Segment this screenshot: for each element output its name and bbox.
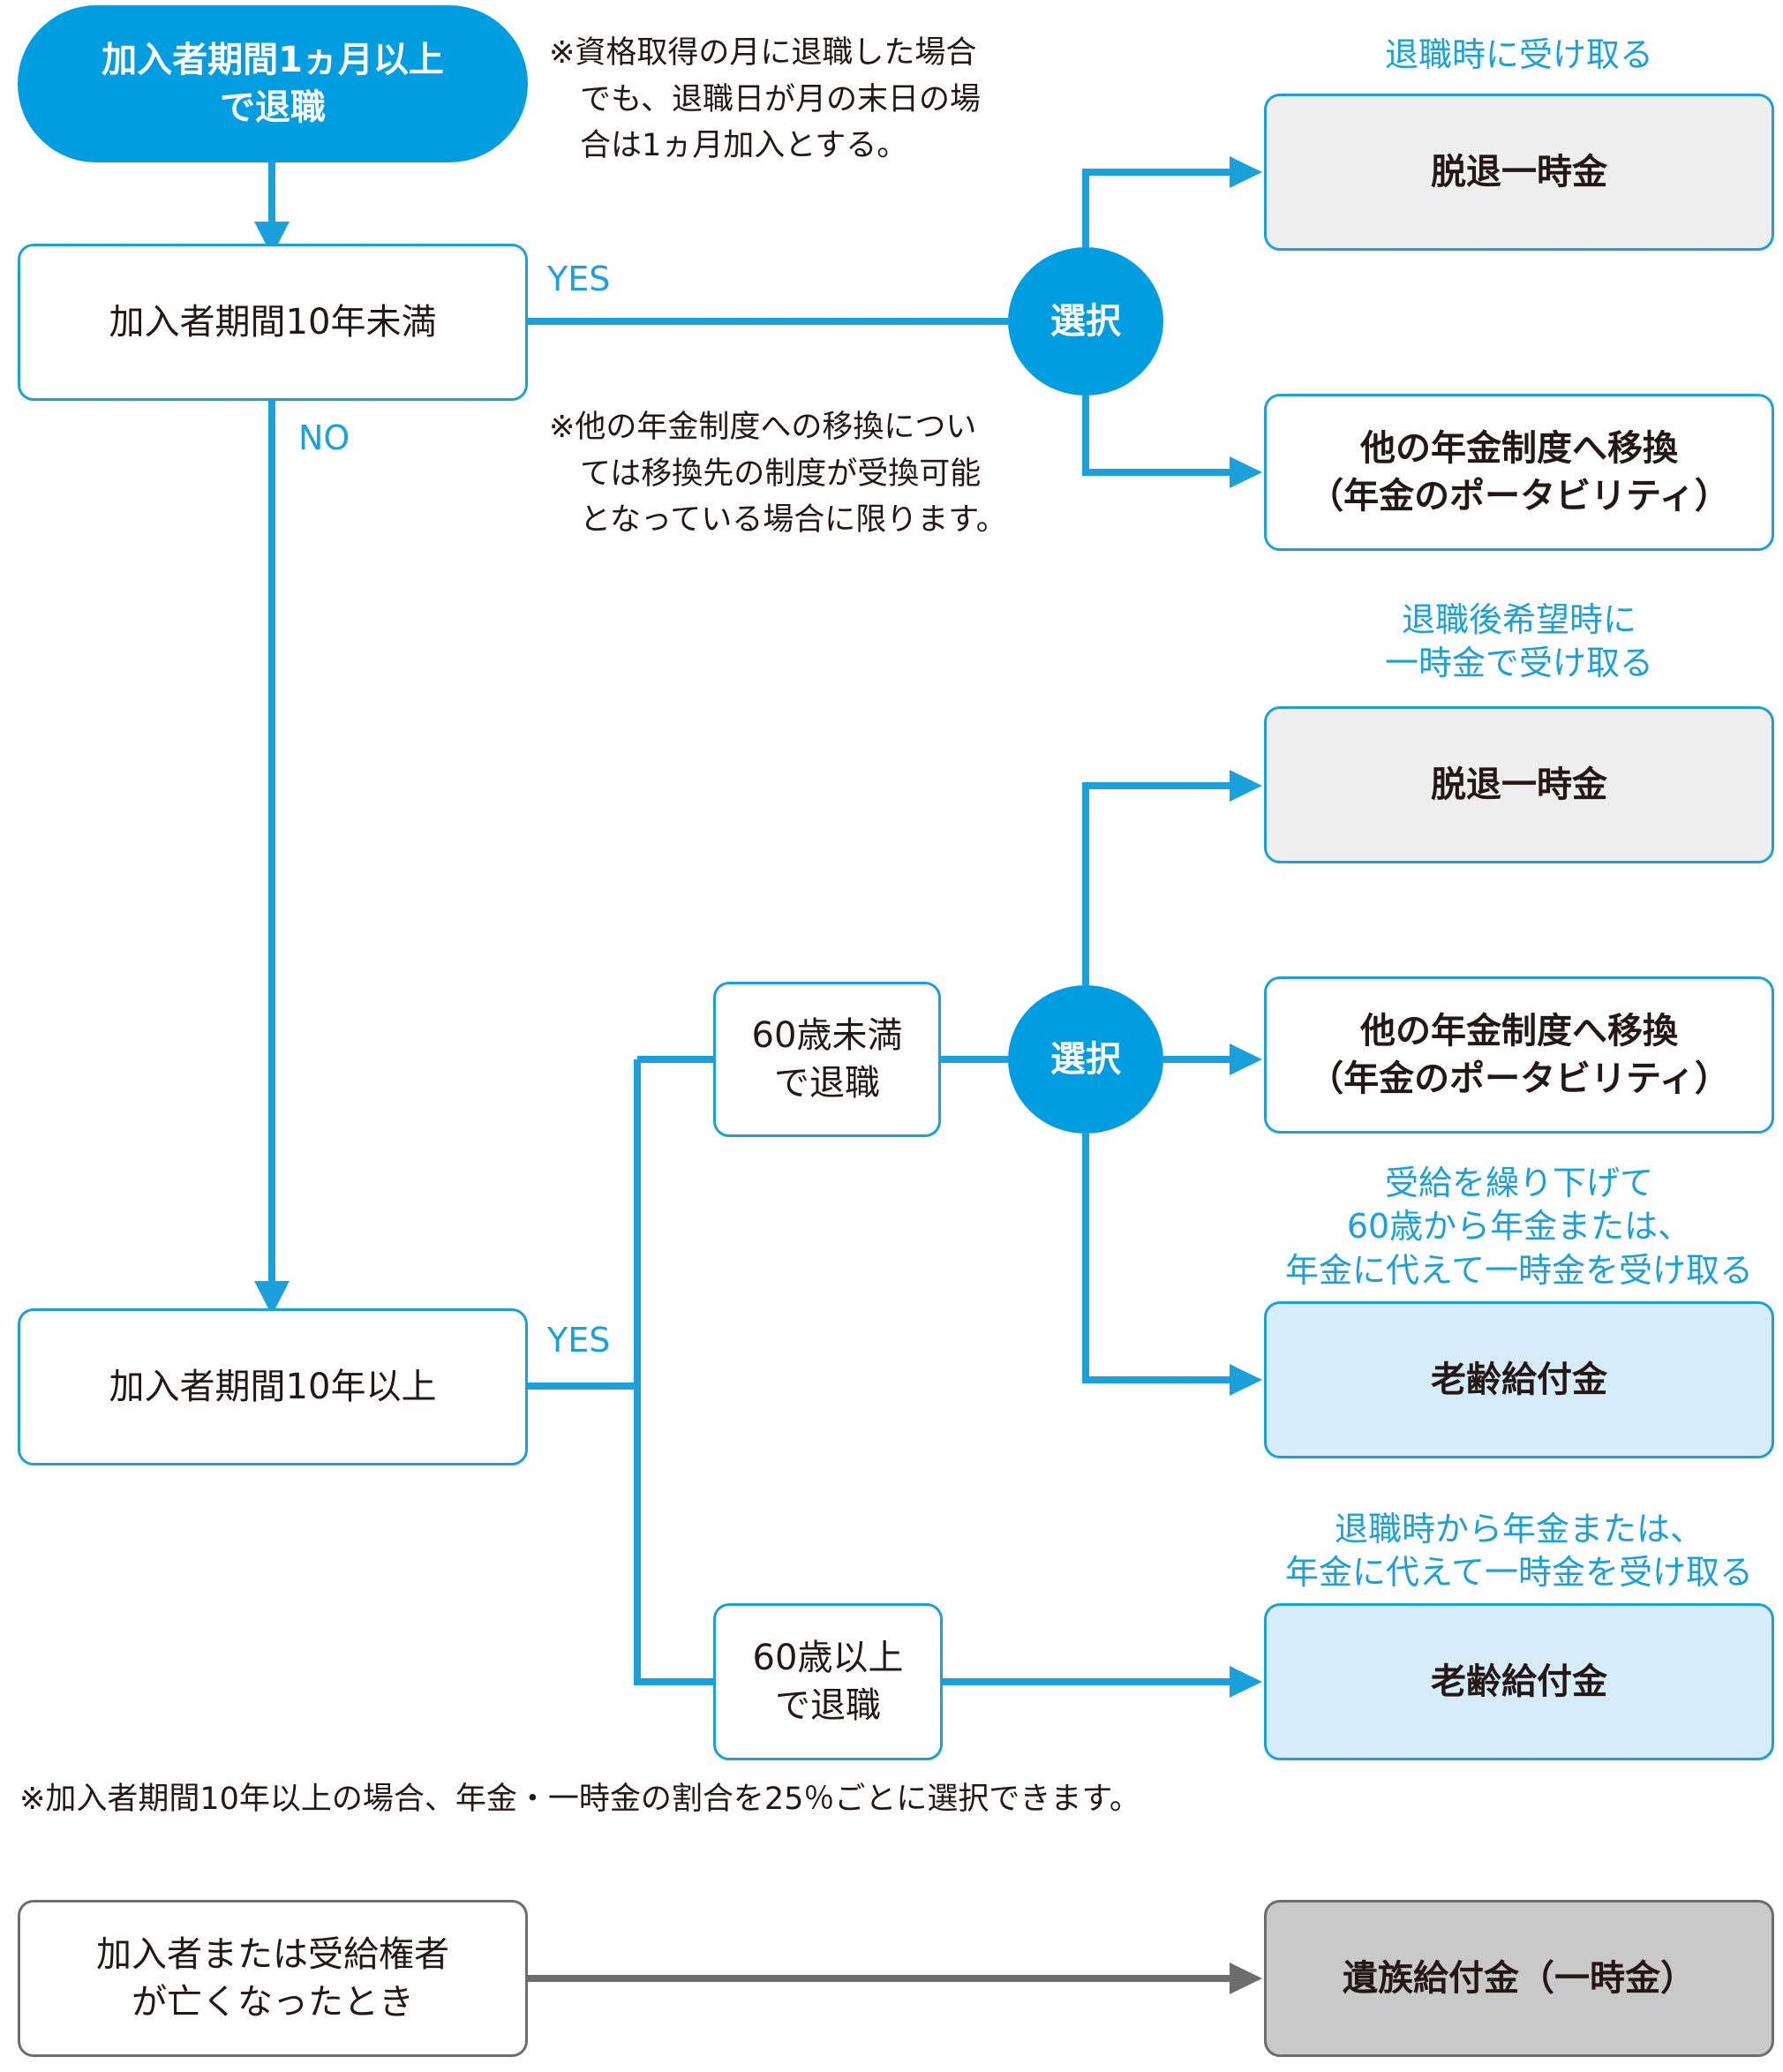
label-defer-receipt: 受給を繰り下げて 60歳から年金または、 年金に代えて一時金を受け取る <box>1284 1164 1754 1290</box>
no-label: NO <box>298 418 350 457</box>
old-age-benefit-2: 老齢給付金 <box>1264 1603 1774 1760</box>
portability-transfer-1: 他の年金制度へ移換 （年金のポータビリティ） <box>1264 394 1774 551</box>
death-of-member: 加入者または受給権者 が亡くなったとき <box>18 1900 528 2057</box>
select-circle-1: 選択 <box>1008 247 1163 396</box>
label-receive-after-retirement: 退職後希望時に 一時金で受け取る <box>1384 600 1653 683</box>
retire-60-or-over: 60歳以上 で退職 <box>713 1603 943 1760</box>
yes-label-1: YES <box>547 260 611 298</box>
yes-label-2: YES <box>547 1321 611 1360</box>
start-node: 加入者期間1ヵ月以上 で退職 <box>18 5 528 162</box>
lump-sum-withdrawal-1: 脱退一時金 <box>1264 94 1774 251</box>
portability-transfer-2: 他の年金制度へ移換 （年金のポータビリティ） <box>1264 976 1774 1134</box>
note-portability: ※他の年金制度への移換につい ては移換先の制度が受換可能 となっている場合に限り… <box>549 410 1007 538</box>
note-25-percent: ※加入者期間10年以上の場合、年金・一時金の割合を25％ごとに選択できます。 <box>19 1782 1140 1817</box>
label-receive-from-retirement: 退職時から年金または、 年金に代えて一時金を受け取る <box>1284 1510 1754 1593</box>
lump-sum-withdrawal-2: 脱退一時金 <box>1264 706 1774 863</box>
old-age-benefit-1: 老齢給付金 <box>1264 1301 1774 1458</box>
label-receive-at-retirement: 退職時に受け取る <box>1384 35 1653 74</box>
question-under-10-years: 加入者期間10年未満 <box>18 244 528 401</box>
note-first-month: ※資格取得の月に退職した場合 でも、退職日が月の末日の場 合は1ヵ月加入とする。 <box>549 35 981 163</box>
survivor-benefit: 遺族給付金（一時金） <box>1264 1900 1774 2057</box>
select-circle-2: 選択 <box>1008 985 1163 1134</box>
retire-under-60: 60歳未満 で退職 <box>713 982 941 1137</box>
question-10-years-or-more: 加入者期間10年以上 <box>18 1308 528 1465</box>
